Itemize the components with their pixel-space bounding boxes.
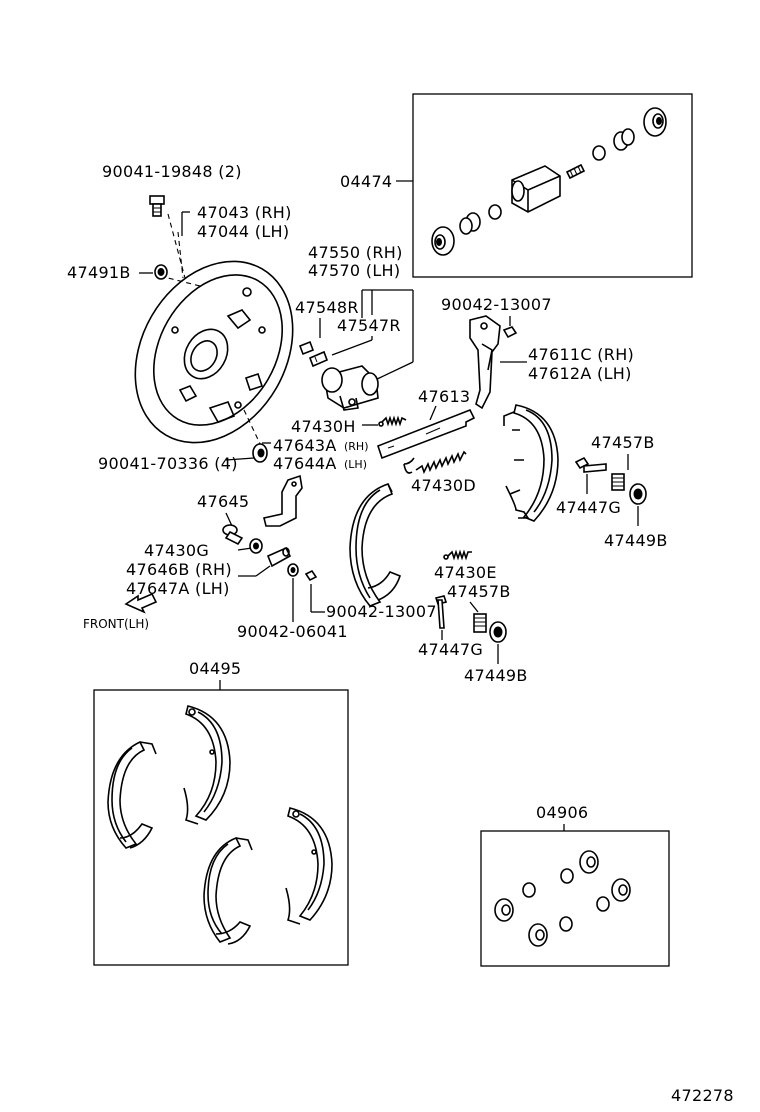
part-label-47449B-right: 47449B	[604, 531, 668, 550]
part-label-47644A: 47644A	[273, 454, 337, 473]
backing-plate-leader-lines	[159, 213, 271, 461]
part-label-47611C: 47611C (RH)	[528, 345, 634, 364]
adjuster-bolt-47645	[222, 524, 244, 546]
bolt-90041-19848	[149, 195, 165, 217]
cup-47449B-mid	[489, 621, 507, 643]
cylinder-right-components	[565, 107, 667, 180]
part-label-47645: 47645	[197, 492, 249, 511]
spring-47430H	[378, 415, 407, 427]
brake-shoe-left-drawing	[349, 483, 401, 607]
cylinder-left-components	[431, 204, 502, 256]
part-label-47550: 47550 (RH)	[308, 243, 403, 262]
part-label-04495: 04495	[189, 659, 241, 678]
diagram-id: 472278	[671, 1086, 734, 1105]
part-label-90042-13007-bottom: 90042-13007	[326, 602, 437, 621]
part-label-47457B-right: 47457B	[591, 433, 655, 452]
part-label-47570: 47570 (LH)	[308, 261, 400, 280]
part-label-47548R: 47548R	[295, 298, 359, 317]
brake-shoe-kit-box	[93, 689, 349, 966]
part-label-47447G-right: 47447G	[556, 498, 621, 517]
hold-down-spring-right	[611, 473, 625, 491]
hold-down-pin-mid	[434, 595, 448, 629]
part-label-47457B-mid: 47457B	[447, 582, 511, 601]
front-direction-label: FRONT(LH)	[83, 617, 149, 631]
part-label-47547R: 47547R	[337, 316, 401, 335]
part-label-47449B-mid: 47449B	[464, 666, 528, 685]
part-label-90042-06041: 90042-06041	[237, 622, 348, 641]
part-label-47430H: 47430H	[291, 417, 356, 436]
return-spring-47430D	[403, 450, 467, 475]
bolt-90041-70336	[252, 443, 268, 463]
brake-backing-plate-drawing	[134, 260, 294, 444]
part-label-47043: 47043 (RH)	[197, 203, 292, 222]
adjusting-lever-drawing	[469, 315, 501, 410]
hold-down-pin-right	[574, 456, 607, 473]
part-label-47646B: 47646B (RH)	[126, 560, 232, 579]
part-label-90041-19848: 90041-19848 (2)	[102, 162, 242, 181]
part-label-47447G-mid: 47447G	[418, 640, 483, 659]
brake-shoe-right-drawing	[503, 404, 559, 522]
part-label-47612A: 47612A (LH)	[528, 364, 632, 383]
nut-90042-13007-bottom	[304, 569, 318, 582]
spring-47430E	[443, 549, 472, 561]
bellcrank-47643A-drawing	[263, 474, 303, 527]
wheel-cylinder-kit-box	[396, 93, 693, 278]
washer-90042-06041	[287, 563, 299, 577]
hold-down-spring-mid	[473, 613, 487, 633]
part-label-47430E: 47430E	[434, 563, 497, 582]
washer-47430G	[249, 538, 263, 554]
bleeder-cap-47548R	[298, 340, 315, 356]
bleeder-plug-47547R	[308, 350, 329, 368]
wheel-cylinder-leaders	[319, 289, 414, 382]
part-label-47647A: 47647A (LH)	[126, 579, 230, 598]
part-label-04906: 04906	[536, 803, 588, 822]
part-label-90042-13007-top: 90042-13007	[441, 295, 552, 314]
part-label-47644A-side: (LH)	[344, 458, 367, 471]
wheel-cylinder-assy-drawing	[321, 365, 379, 411]
part-label-47044: 47044 (LH)	[197, 222, 289, 241]
part-label-47430D: 47430D	[411, 476, 476, 495]
front-arrow-icon	[124, 592, 158, 614]
cup-47449B-right	[629, 483, 647, 505]
lever-47646B-drawing	[266, 546, 292, 568]
part-label-47430G: 47430G	[144, 541, 209, 560]
plug-47491B	[154, 264, 168, 280]
part-label-04474: 04474	[340, 172, 392, 191]
part-label-47643A-side: (RH)	[344, 440, 369, 453]
part-label-90041-70336: 90041-70336 (4)	[98, 454, 238, 473]
part-label-47491B: 47491B	[67, 263, 131, 282]
cylinder-cup-kit-box	[480, 830, 670, 967]
part-label-47613: 47613	[418, 387, 470, 406]
nut-90042-13007-top	[502, 326, 518, 339]
parking-brake-strut-drawing	[377, 408, 476, 460]
part-label-47643A: 47643A	[273, 436, 337, 455]
wheel-cylinder-body-drawing	[511, 165, 561, 213]
